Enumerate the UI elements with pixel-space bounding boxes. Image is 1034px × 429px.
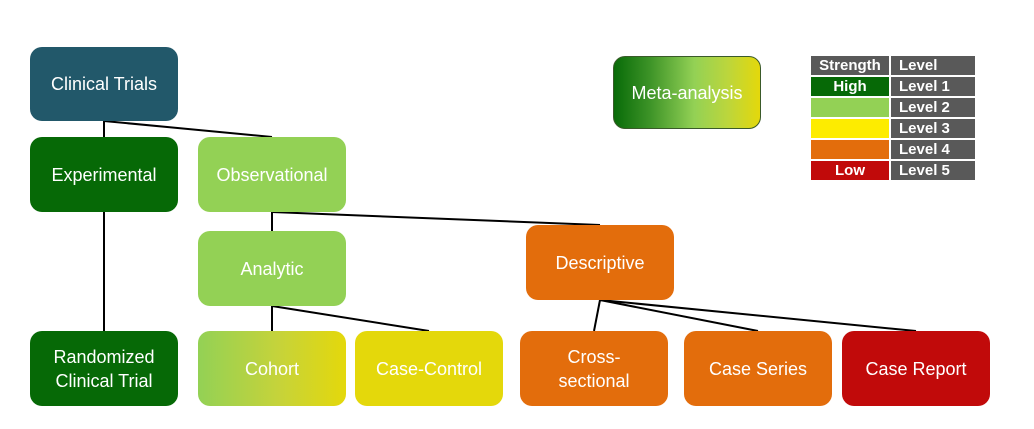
legend-strength-cell: High (811, 77, 889, 96)
connector-descriptive-to-case_series (599, 299, 759, 332)
connector-observational-to-descriptive (271, 211, 601, 226)
legend-header-level: Level (891, 56, 975, 75)
node-case-series: Case Series (684, 331, 832, 406)
legend-header-strength: Strength (811, 56, 889, 75)
node-analytic: Analytic (198, 231, 346, 306)
node-experimental: Experimental (30, 137, 178, 212)
legend-level-cell: Level 5 (891, 161, 975, 180)
legend-row: Level 2 (811, 98, 975, 117)
node-cohort: Cohort (198, 331, 346, 406)
legend-strength-cell (811, 98, 889, 117)
legend-level-cell: Level 4 (891, 140, 975, 159)
legend-row: Level 4 (811, 140, 975, 159)
node-case-control: Case-Control (355, 331, 503, 406)
legend-strength-cell (811, 119, 889, 138)
legend-row: Level 3 (811, 119, 975, 138)
node-descriptive: Descriptive (526, 225, 674, 300)
connector-descriptive-to-cross_sectional (593, 299, 601, 332)
connector-analytic-to-case_control (271, 305, 430, 332)
node-observational: Observational (198, 137, 346, 212)
legend-strength-cell: Low (811, 161, 889, 180)
legend-strength-cell (811, 140, 889, 159)
node-cross-sectional: Cross- sectional (520, 331, 668, 406)
legend-level-cell: Level 1 (891, 77, 975, 96)
legend-level-cell: Level 3 (891, 119, 975, 138)
connector-descriptive-to-case_report (599, 299, 917, 332)
node-meta-analysis: Meta-analysis (613, 56, 761, 129)
legend-level-cell: Level 2 (891, 98, 975, 117)
node-randomized-clinical-trial: Randomized Clinical Trial (30, 331, 178, 406)
node-case-report: Case Report (842, 331, 990, 406)
node-clinical-trials: Clinical Trials (30, 47, 178, 121)
connector-clinical_trials-to-observational (103, 120, 273, 138)
